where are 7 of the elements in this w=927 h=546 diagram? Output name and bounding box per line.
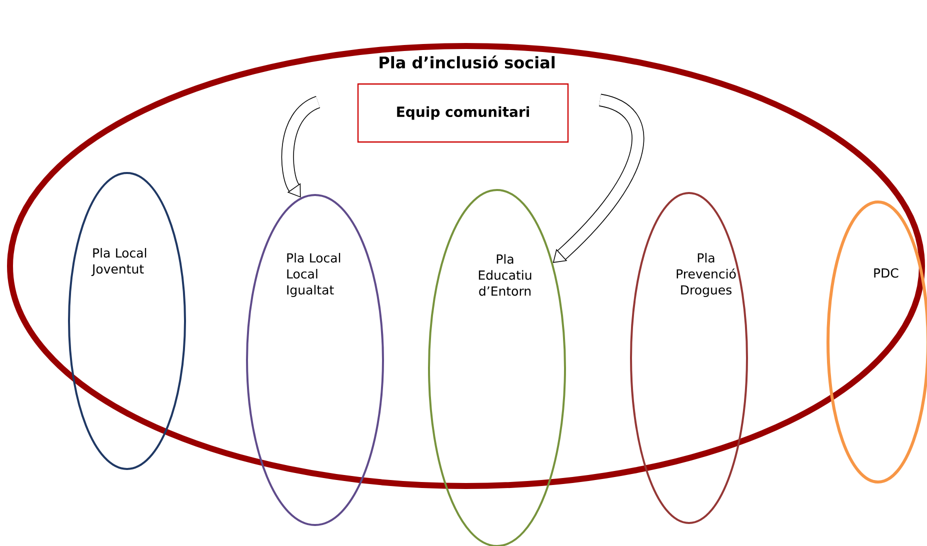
plan-label: Pla Local Local Igualtat [287,252,340,298]
team-box: Equip comunitari [357,83,569,143]
plan-label: Pla Prevenció Drogues [676,252,736,298]
plan-label: Pla Local Joventut [91,248,146,276]
plan-label: PDC [874,268,898,278]
title: Pla d’inclusió social [380,55,555,68]
plan-label: Pla Educatiu d’Entorn [478,254,532,296]
